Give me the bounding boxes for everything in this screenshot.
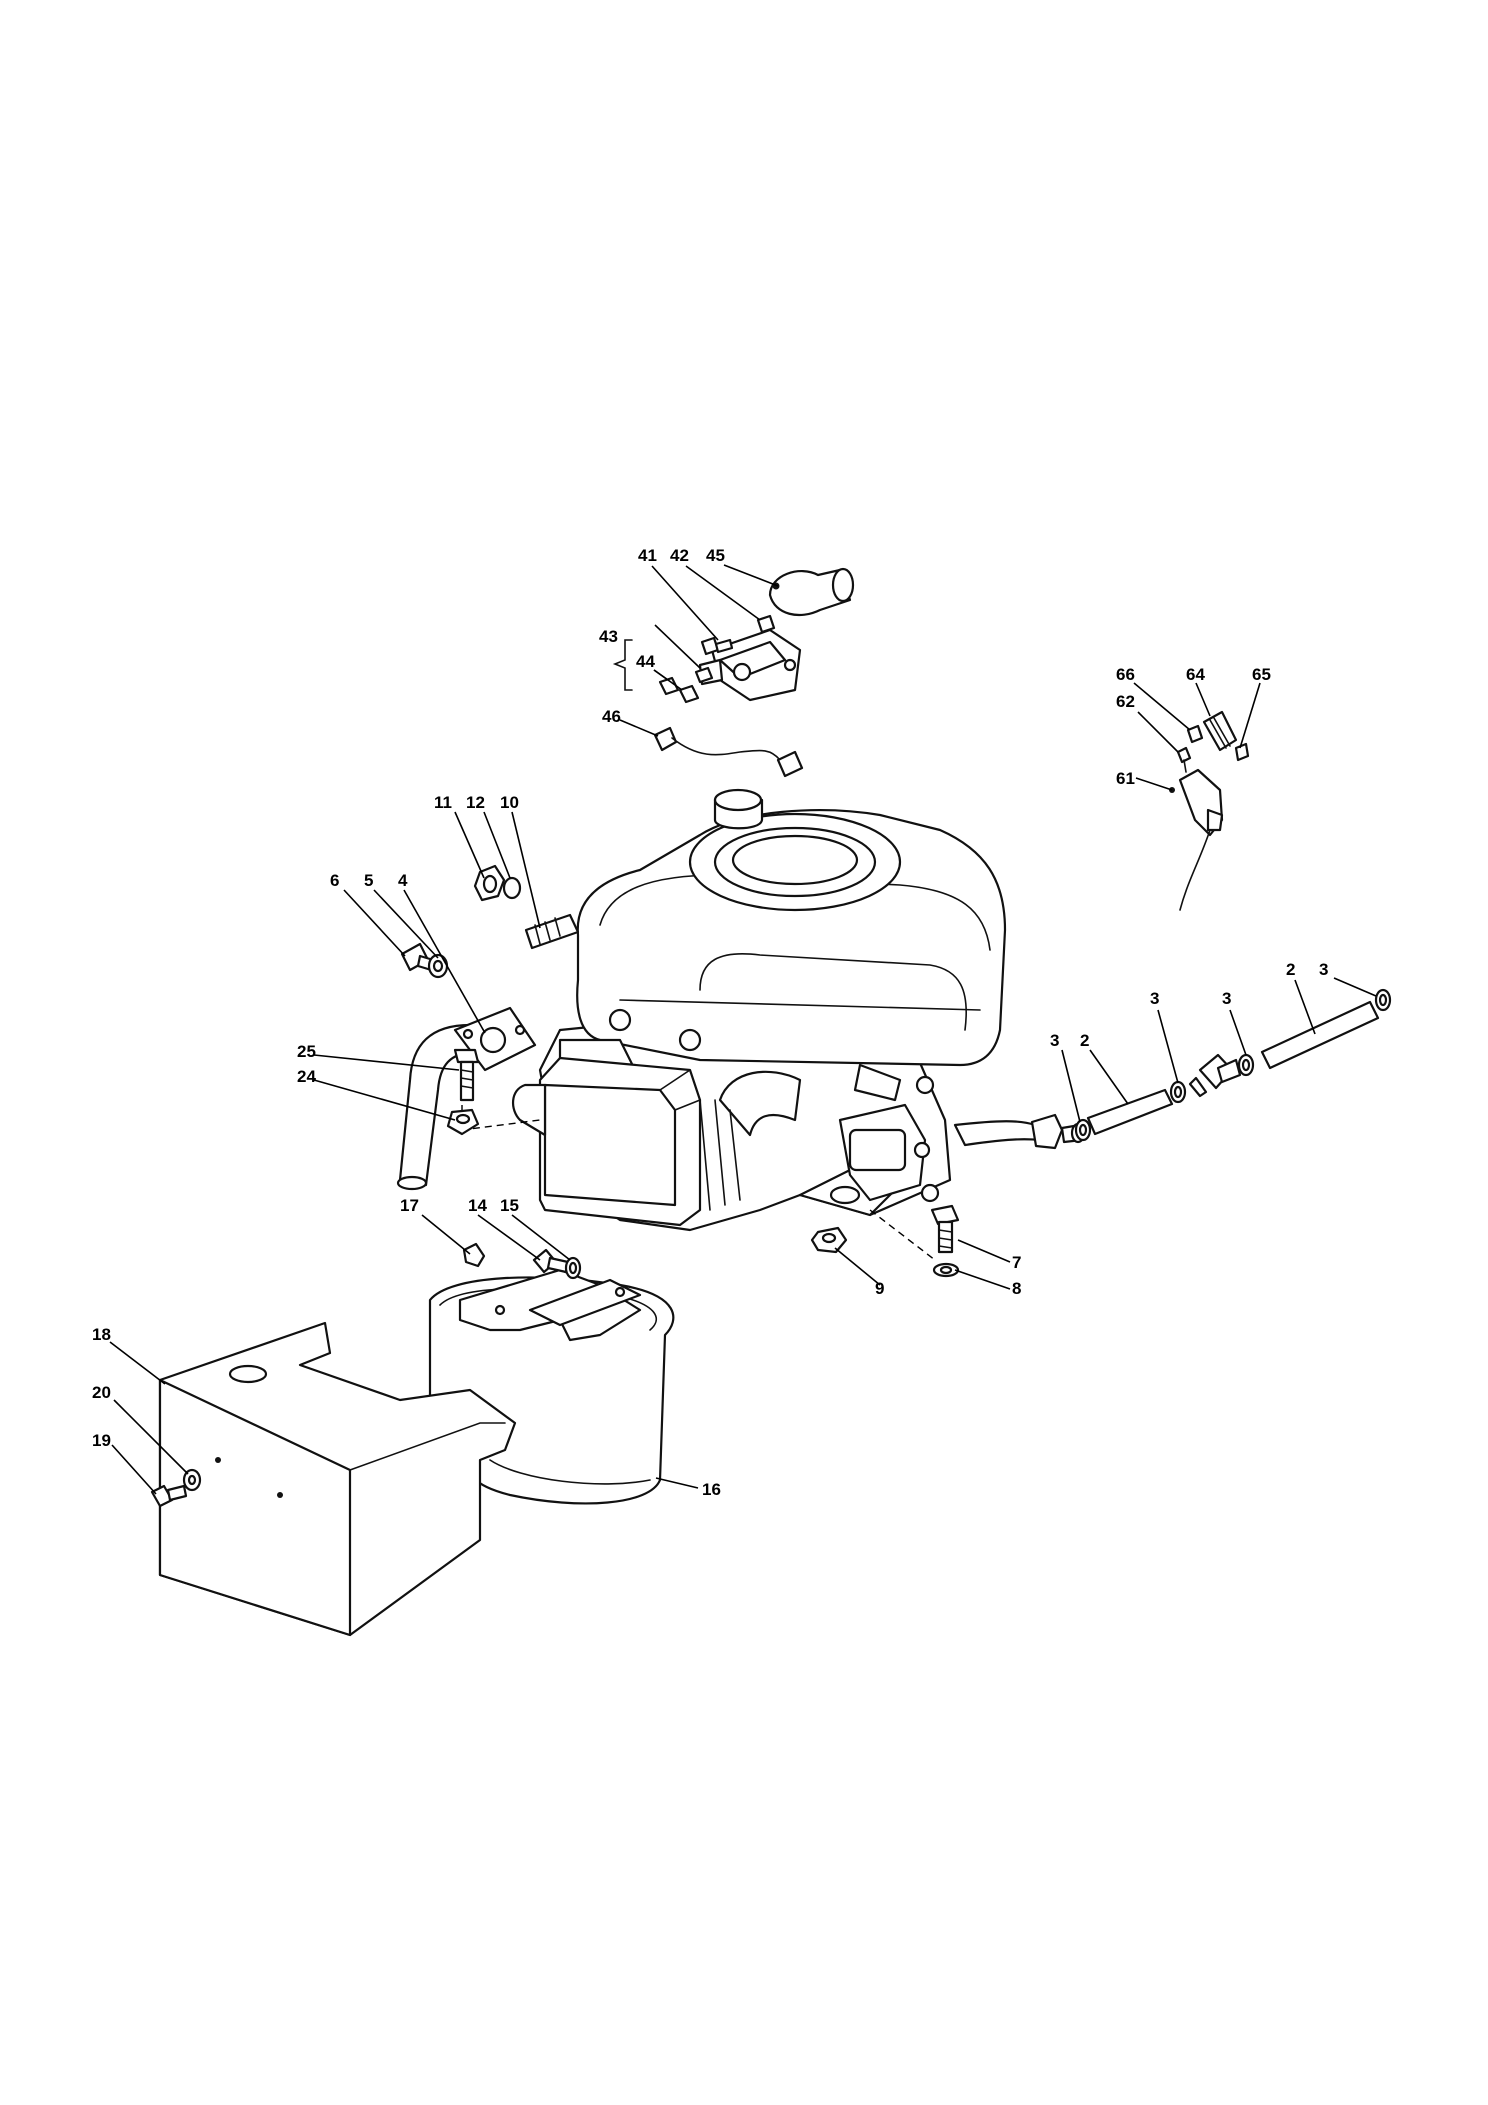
callout-6: 6 [330,871,339,890]
callout-3-lower: 3 [1050,1031,1059,1050]
stud-10 [524,913,580,950]
callout-14: 14 [468,1196,487,1215]
callout-labels: 41 42 45 43 44 46 66 64 65 62 61 11 12 1… [92,546,1328,1499]
callout-3-right: 3 [1222,989,1231,1008]
callout-43: 43 [599,627,618,646]
callout-41: 41 [638,546,657,565]
callout-4: 4 [398,871,408,890]
callout-3-mid: 3 [1150,989,1159,1008]
callout-66: 66 [1116,665,1135,684]
bolt-41 [700,636,734,656]
washer-8 [932,1262,960,1278]
screw-66 [1186,724,1204,744]
callout-2-lower: 2 [1080,1031,1089,1050]
cable-grip-64 [1202,710,1238,752]
leader-lines [109,564,1377,1495]
wire-46 [653,726,804,778]
nuts-44 [658,666,714,704]
cover-18 [158,1321,517,1637]
washer-15 [564,1256,582,1280]
callout-61: 61 [1116,769,1135,788]
fuel-line [953,1000,1380,1150]
callout-7: 7 [1012,1253,1021,1272]
callout-20: 20 [92,1383,111,1402]
cover-45 [768,567,855,617]
callout-3-upper: 3 [1319,960,1328,979]
screw-62 [1176,746,1192,773]
callout-64: 64 [1186,665,1205,684]
callout-46: 46 [602,707,621,726]
callout-24: 24 [297,1067,316,1086]
callout-17: 17 [400,1196,419,1215]
callout-62: 62 [1116,692,1135,711]
screw-65 [1234,742,1250,762]
washer-5 [427,953,449,979]
callout-44: 44 [636,652,655,671]
callout-19: 19 [92,1431,111,1450]
callout-5: 5 [364,871,373,890]
engine [512,788,1007,1232]
solenoid-43 [698,628,802,702]
bolt-14 [532,1248,570,1274]
nut-24 [446,1108,480,1136]
callout-18: 18 [92,1325,111,1344]
callout-65: 65 [1252,665,1271,684]
callout-42: 42 [670,546,689,565]
callout-16: 16 [702,1480,721,1499]
nut-11 [473,864,506,902]
callout-45: 45 [706,546,725,565]
bolt-19 [150,1484,188,1508]
nut-42 [756,614,776,634]
callout-12: 12 [466,793,485,812]
bracket-43 [612,639,633,691]
assembly-line [869,1209,936,1261]
bolt-7 [930,1204,960,1254]
bolt-25 [453,1048,480,1102]
callout-2-upper: 2 [1286,960,1295,979]
callout-15: 15 [500,1196,519,1215]
callout-8: 8 [1012,1279,1021,1298]
callout-11: 11 [434,793,452,812]
washer-12 [502,876,522,900]
clip-17 [462,1242,486,1268]
nut-9 [810,1226,848,1254]
callout-25: 25 [297,1042,316,1061]
washer-20 [182,1468,202,1492]
throttle-lever-61 [1169,768,1224,911]
callout-9: 9 [875,1279,884,1298]
clamps-3 [1074,988,1392,1142]
callout-10: 10 [500,793,519,812]
